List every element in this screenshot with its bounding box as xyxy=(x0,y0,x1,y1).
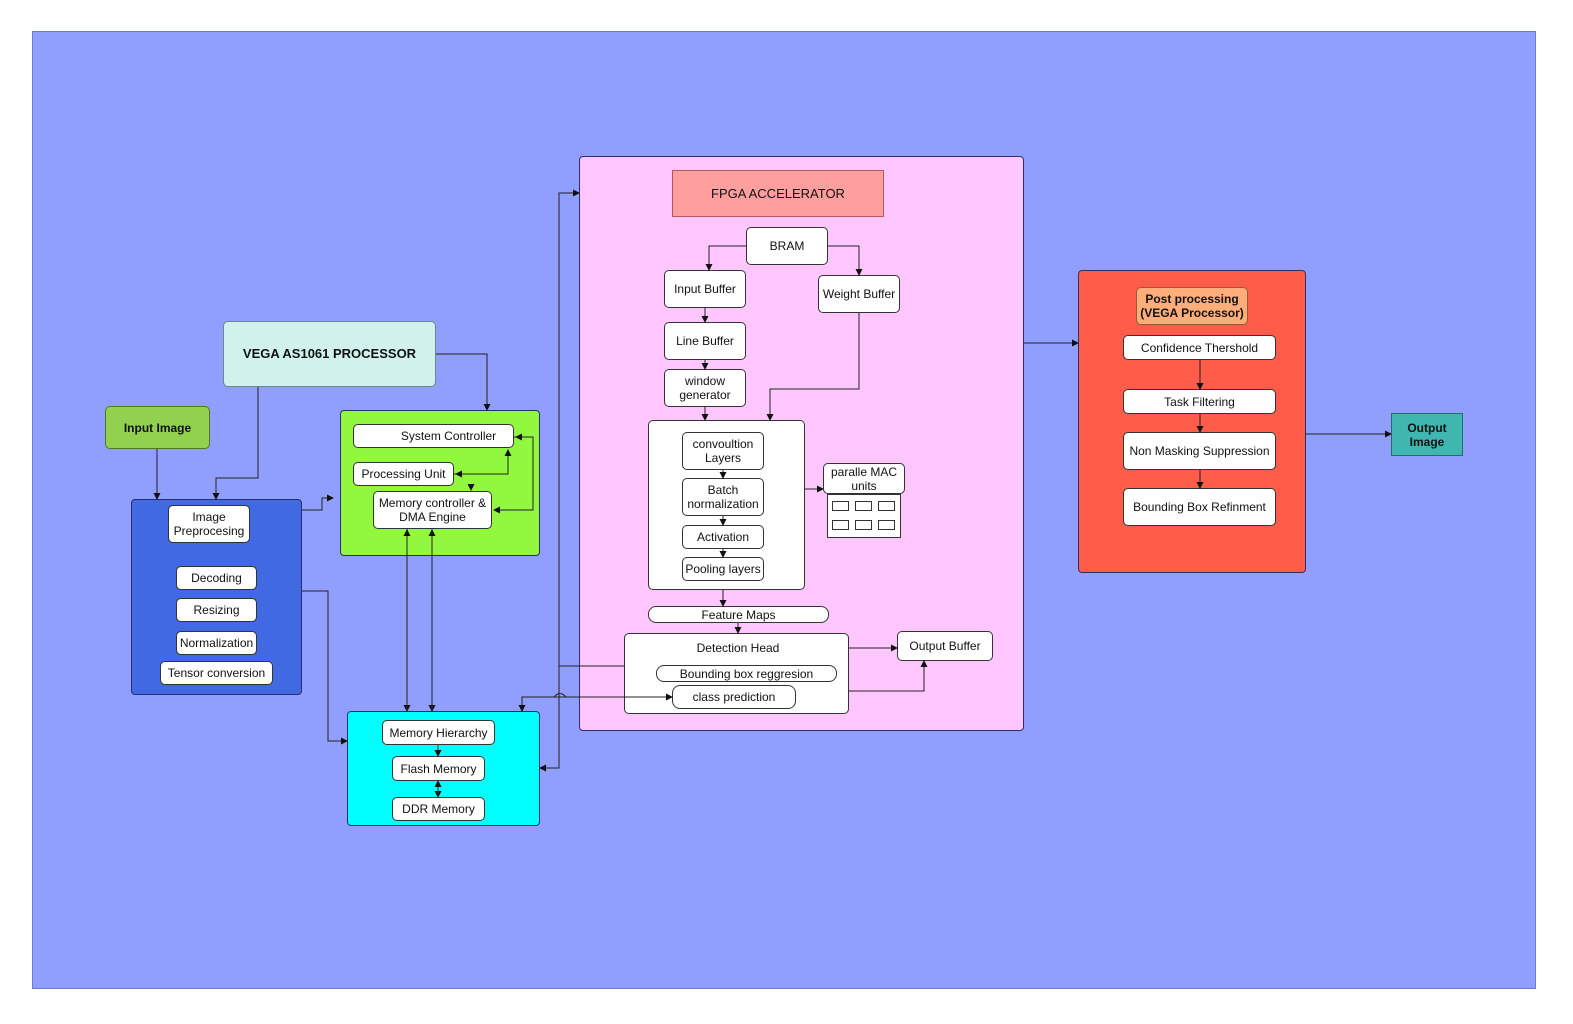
weight-buffer-node: Weight Buffer xyxy=(818,275,900,313)
pooling-layers-node: Pooling layers xyxy=(682,557,764,581)
post-processing-title: Post processing (VEGA Processor) xyxy=(1136,287,1248,325)
bounding-box-refinement-node: Bounding Box Refinment xyxy=(1123,488,1276,526)
decoding-node: Decoding xyxy=(176,566,257,590)
memory-controller-node: Memory controller & DMA Engine xyxy=(373,491,492,529)
fpga-accelerator-title: FPGA ACCELERATOR xyxy=(672,170,884,217)
input-image-node: Input Image xyxy=(105,406,210,449)
vega-processor-node: VEGA AS1061 PROCESSOR xyxy=(223,321,436,387)
output-buffer-node: Output Buffer xyxy=(897,631,993,661)
mac-cell xyxy=(855,501,872,511)
normalization-node: Normalization xyxy=(176,631,257,655)
input-buffer-node: Input Buffer xyxy=(664,270,746,308)
feature-maps-node: Feature Maps xyxy=(648,606,829,623)
convolution-layers-node: convoultion Layers xyxy=(682,432,764,470)
mac-cell xyxy=(878,520,895,530)
batch-normalization-node: Batch normalization xyxy=(682,478,764,516)
activation-node: Activation xyxy=(682,525,764,549)
class-prediction-node: class prediction xyxy=(672,685,796,709)
mac-cell xyxy=(832,520,849,530)
mac-cell xyxy=(878,501,895,511)
parallel-mac-units-node: paralle MAC units xyxy=(823,463,905,494)
tensor-conversion-node: Tensor conversion xyxy=(160,661,273,685)
resizing-node: Resizing xyxy=(176,598,257,622)
flash-memory-node: Flash Memory xyxy=(392,756,485,781)
mac-cell xyxy=(855,520,872,530)
processing-unit-node: Processing Unit xyxy=(353,462,454,486)
ddr-memory-node: DDR Memory xyxy=(392,797,485,821)
mac-cell xyxy=(832,501,849,511)
confidence-threshold-node: Confidence Thershold xyxy=(1123,335,1276,360)
image-preprocessing-node: Image Preprocesing xyxy=(168,505,250,543)
task-filtering-node: Task Filtering xyxy=(1123,389,1276,414)
system-controller-node: System Controller xyxy=(353,424,514,448)
output-image-node: Output Image xyxy=(1391,413,1463,456)
detection-head-label: Detection Head xyxy=(696,641,780,655)
bounding-box-regression-node: Bounding box reggresion xyxy=(656,665,837,682)
memory-hierarchy-node: Memory Hierarchy xyxy=(382,720,495,745)
window-generator-node: window generator xyxy=(664,369,746,407)
non-masking-suppression-node: Non Masking Suppression xyxy=(1123,432,1276,470)
line-buffer-node: Line Buffer xyxy=(664,322,746,360)
bram-node: BRAM xyxy=(746,227,828,265)
mac-units-grid xyxy=(827,494,901,538)
